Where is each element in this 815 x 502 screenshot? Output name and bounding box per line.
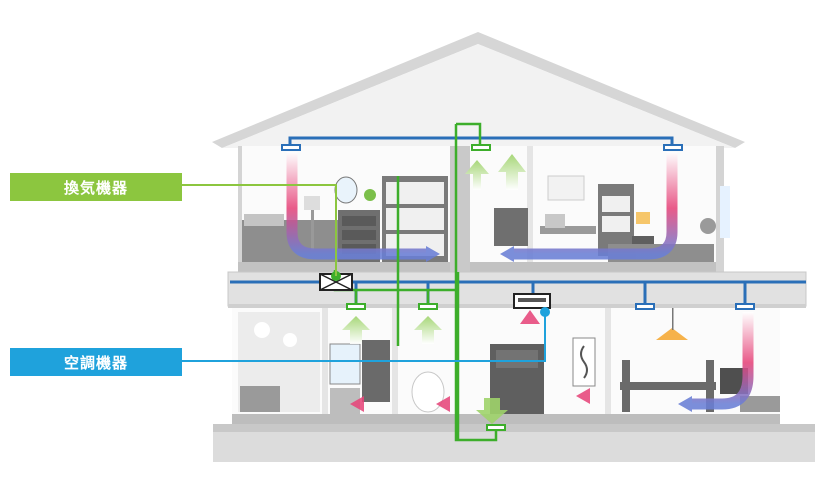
fresh-airflow — [342, 154, 526, 424]
roof — [212, 32, 745, 148]
vent-grilles — [346, 144, 506, 431]
ac-vents — [281, 144, 755, 310]
ground — [213, 424, 815, 462]
air-conditioner-unit — [513, 293, 551, 317]
upper-airflow — [286, 152, 678, 262]
lower-airflow — [350, 310, 754, 412]
ventilation-equipment-label: 換気機器 — [63, 178, 128, 197]
ventilation-label-bg — [10, 173, 182, 201]
air-conditioner-equipment-label: 空調機器 — [63, 353, 128, 372]
leader-lines — [182, 184, 546, 362]
air-conditioner-label-bg — [10, 348, 182, 376]
